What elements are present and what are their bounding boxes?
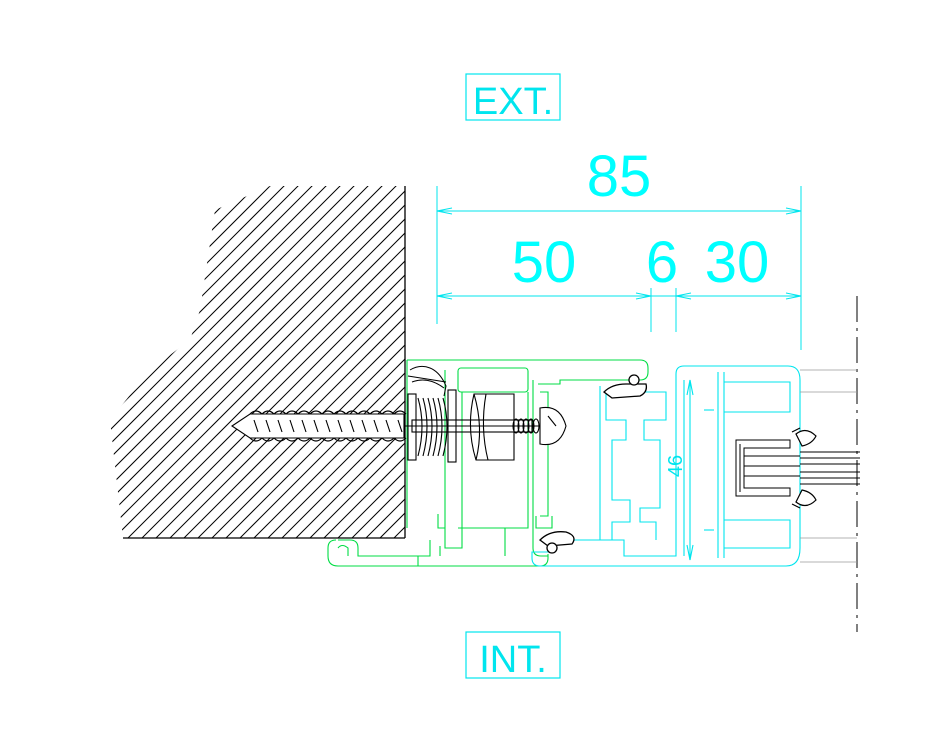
- glass-edge-lines: [800, 369, 857, 563]
- exterior-seal: [603, 374, 648, 399]
- dimension-segment-mid: 6: [646, 230, 678, 295]
- sash-profile: [531, 365, 801, 567]
- glass-pane: [744, 451, 860, 485]
- glazing-gasket: [791, 427, 817, 509]
- frame-profile: [327, 359, 649, 567]
- interior-label: INT.: [479, 639, 547, 681]
- glazing-bead: [735, 439, 791, 497]
- dimension-segment-right: 30: [705, 230, 770, 295]
- dimension-lines: [436, 186, 802, 350]
- interior-label-box: INT.: [465, 631, 561, 681]
- sealant-foam: [407, 365, 447, 397]
- dimension-segment-left: 50: [512, 230, 577, 295]
- dimension-overall: 85: [587, 144, 652, 209]
- dimension-profile-height: 46: [665, 455, 687, 477]
- exterior-label: EXT.: [473, 81, 553, 123]
- interior-seal: [539, 531, 575, 554]
- fixing-anchor: [231, 389, 567, 463]
- exterior-label-box: EXT.: [465, 73, 561, 123]
